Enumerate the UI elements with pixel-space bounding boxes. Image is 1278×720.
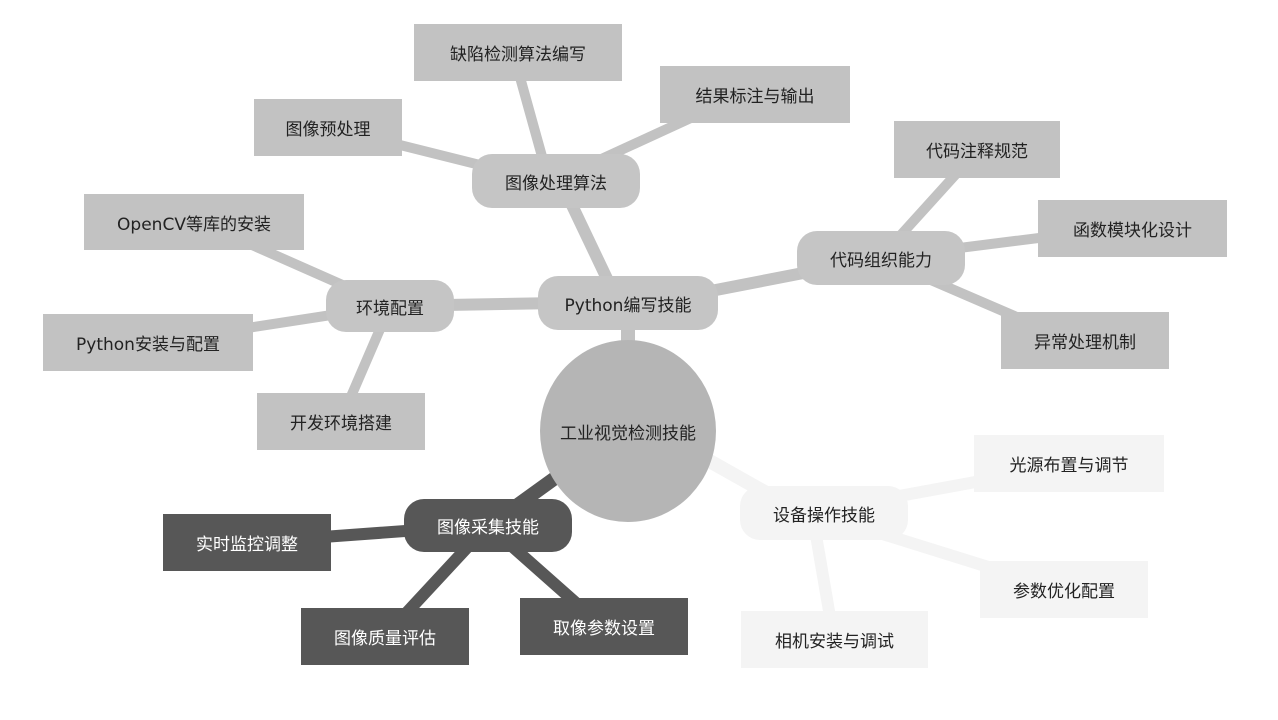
python-skill-node[interactable]: Python编写技能: [538, 276, 718, 330]
image-acquisition-node[interactable]: 图像采集技能: [404, 499, 572, 552]
root-node[interactable]: 工业视觉检测技能: [540, 340, 716, 522]
python-install-node[interactable]: Python安装与配置: [43, 314, 253, 371]
device-operation-node[interactable]: 设备操作技能: [740, 486, 908, 540]
env-config-node[interactable]: 环境配置: [326, 280, 454, 332]
image-processing-node[interactable]: 图像处理算法: [472, 154, 640, 208]
code-organization-node[interactable]: 代码组织能力: [797, 231, 965, 285]
realtime-monitor-node[interactable]: 实时监控调整: [163, 514, 331, 571]
defect-detection-node[interactable]: 缺陷检测算法编写: [414, 24, 622, 81]
code-comment-node[interactable]: 代码注释规范: [894, 121, 1060, 178]
camera-install-node[interactable]: 相机安装与调试: [741, 611, 928, 668]
opencv-install-node[interactable]: OpenCV等库的安装: [84, 194, 304, 250]
param-optimization-node[interactable]: 参数优化配置: [980, 561, 1148, 618]
capture-param-node[interactable]: 取像参数设置: [520, 598, 688, 655]
light-setup-node[interactable]: 光源布置与调节: [974, 435, 1164, 492]
exception-handling-node[interactable]: 异常处理机制: [1001, 312, 1169, 369]
image-preprocess-node[interactable]: 图像预处理: [254, 99, 402, 156]
image-quality-node[interactable]: 图像质量评估: [301, 608, 469, 665]
result-annotation-node[interactable]: 结果标注与输出: [660, 66, 850, 123]
dev-env-node[interactable]: 开发环境搭建: [257, 393, 425, 450]
module-design-node[interactable]: 函数模块化设计: [1038, 200, 1227, 257]
